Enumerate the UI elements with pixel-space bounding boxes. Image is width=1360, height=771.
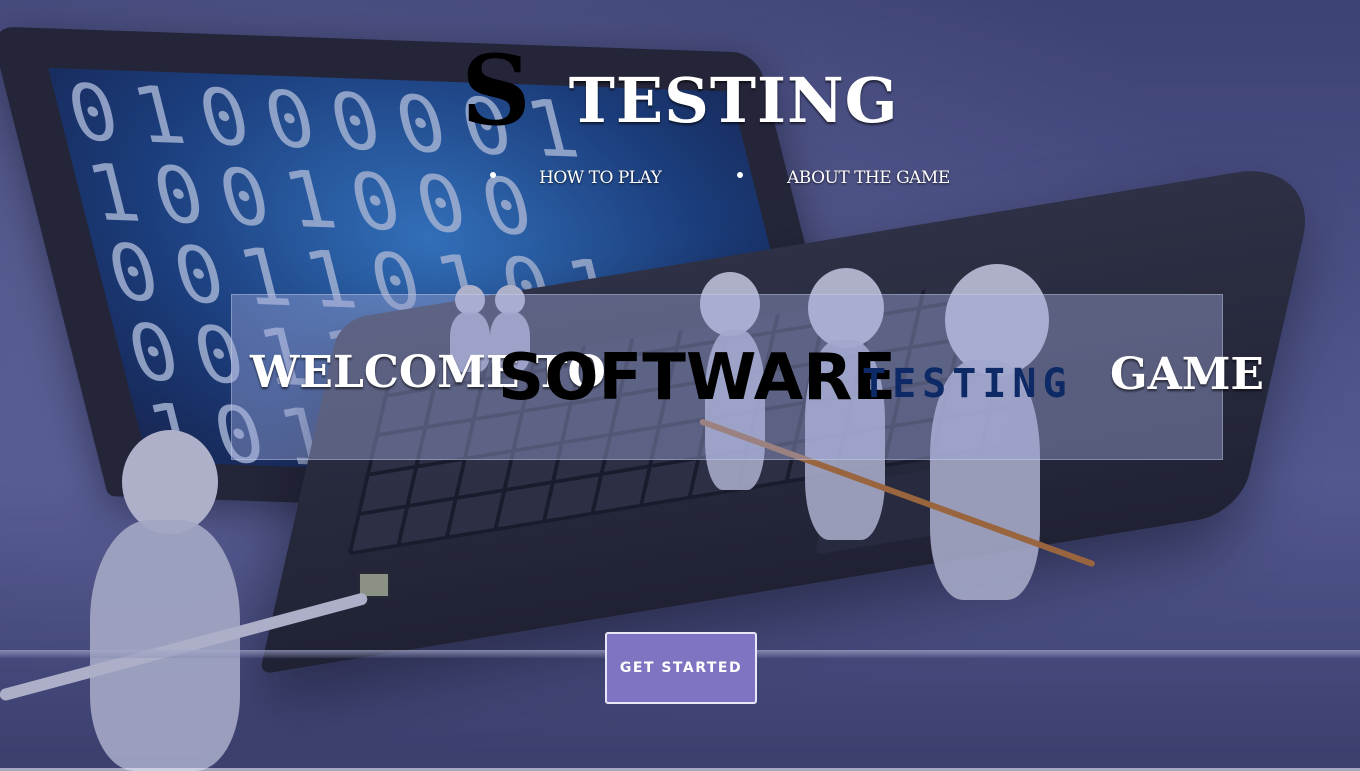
figure-head	[808, 268, 884, 348]
get-started-button[interactable]: GET STARTED	[605, 632, 757, 704]
figure-head	[700, 272, 760, 336]
figure-body	[705, 330, 765, 490]
figure-head	[495, 285, 525, 315]
figure-body	[930, 360, 1040, 600]
figure-head	[455, 285, 485, 315]
figure-body	[805, 340, 885, 540]
logo-word: TESTING	[568, 64, 899, 137]
welcome-text: WELCOME TO	[250, 347, 606, 398]
bottom-edge	[0, 768, 1360, 771]
bullet-icon	[737, 172, 743, 178]
site-logo[interactable]: S TESTING	[0, 34, 1360, 147]
figure-body	[490, 312, 530, 372]
figure-head	[122, 430, 218, 534]
nav-link-about-the-game[interactable]: ABOUT THE GAME	[787, 168, 950, 188]
bullet-icon	[490, 172, 496, 178]
welcome-banner: WELCOME TO SOFTWARE TESTING GAME	[231, 294, 1264, 460]
game-text: GAME	[1110, 349, 1264, 400]
figure-head	[945, 264, 1049, 376]
software-text: SOFTWARE	[498, 341, 897, 415]
logo-letter: S	[461, 34, 531, 147]
figure-body	[450, 312, 490, 372]
testing-text: TESTING	[862, 361, 1073, 407]
nav-link-how-to-play[interactable]: HOW TO PLAY	[539, 168, 662, 188]
